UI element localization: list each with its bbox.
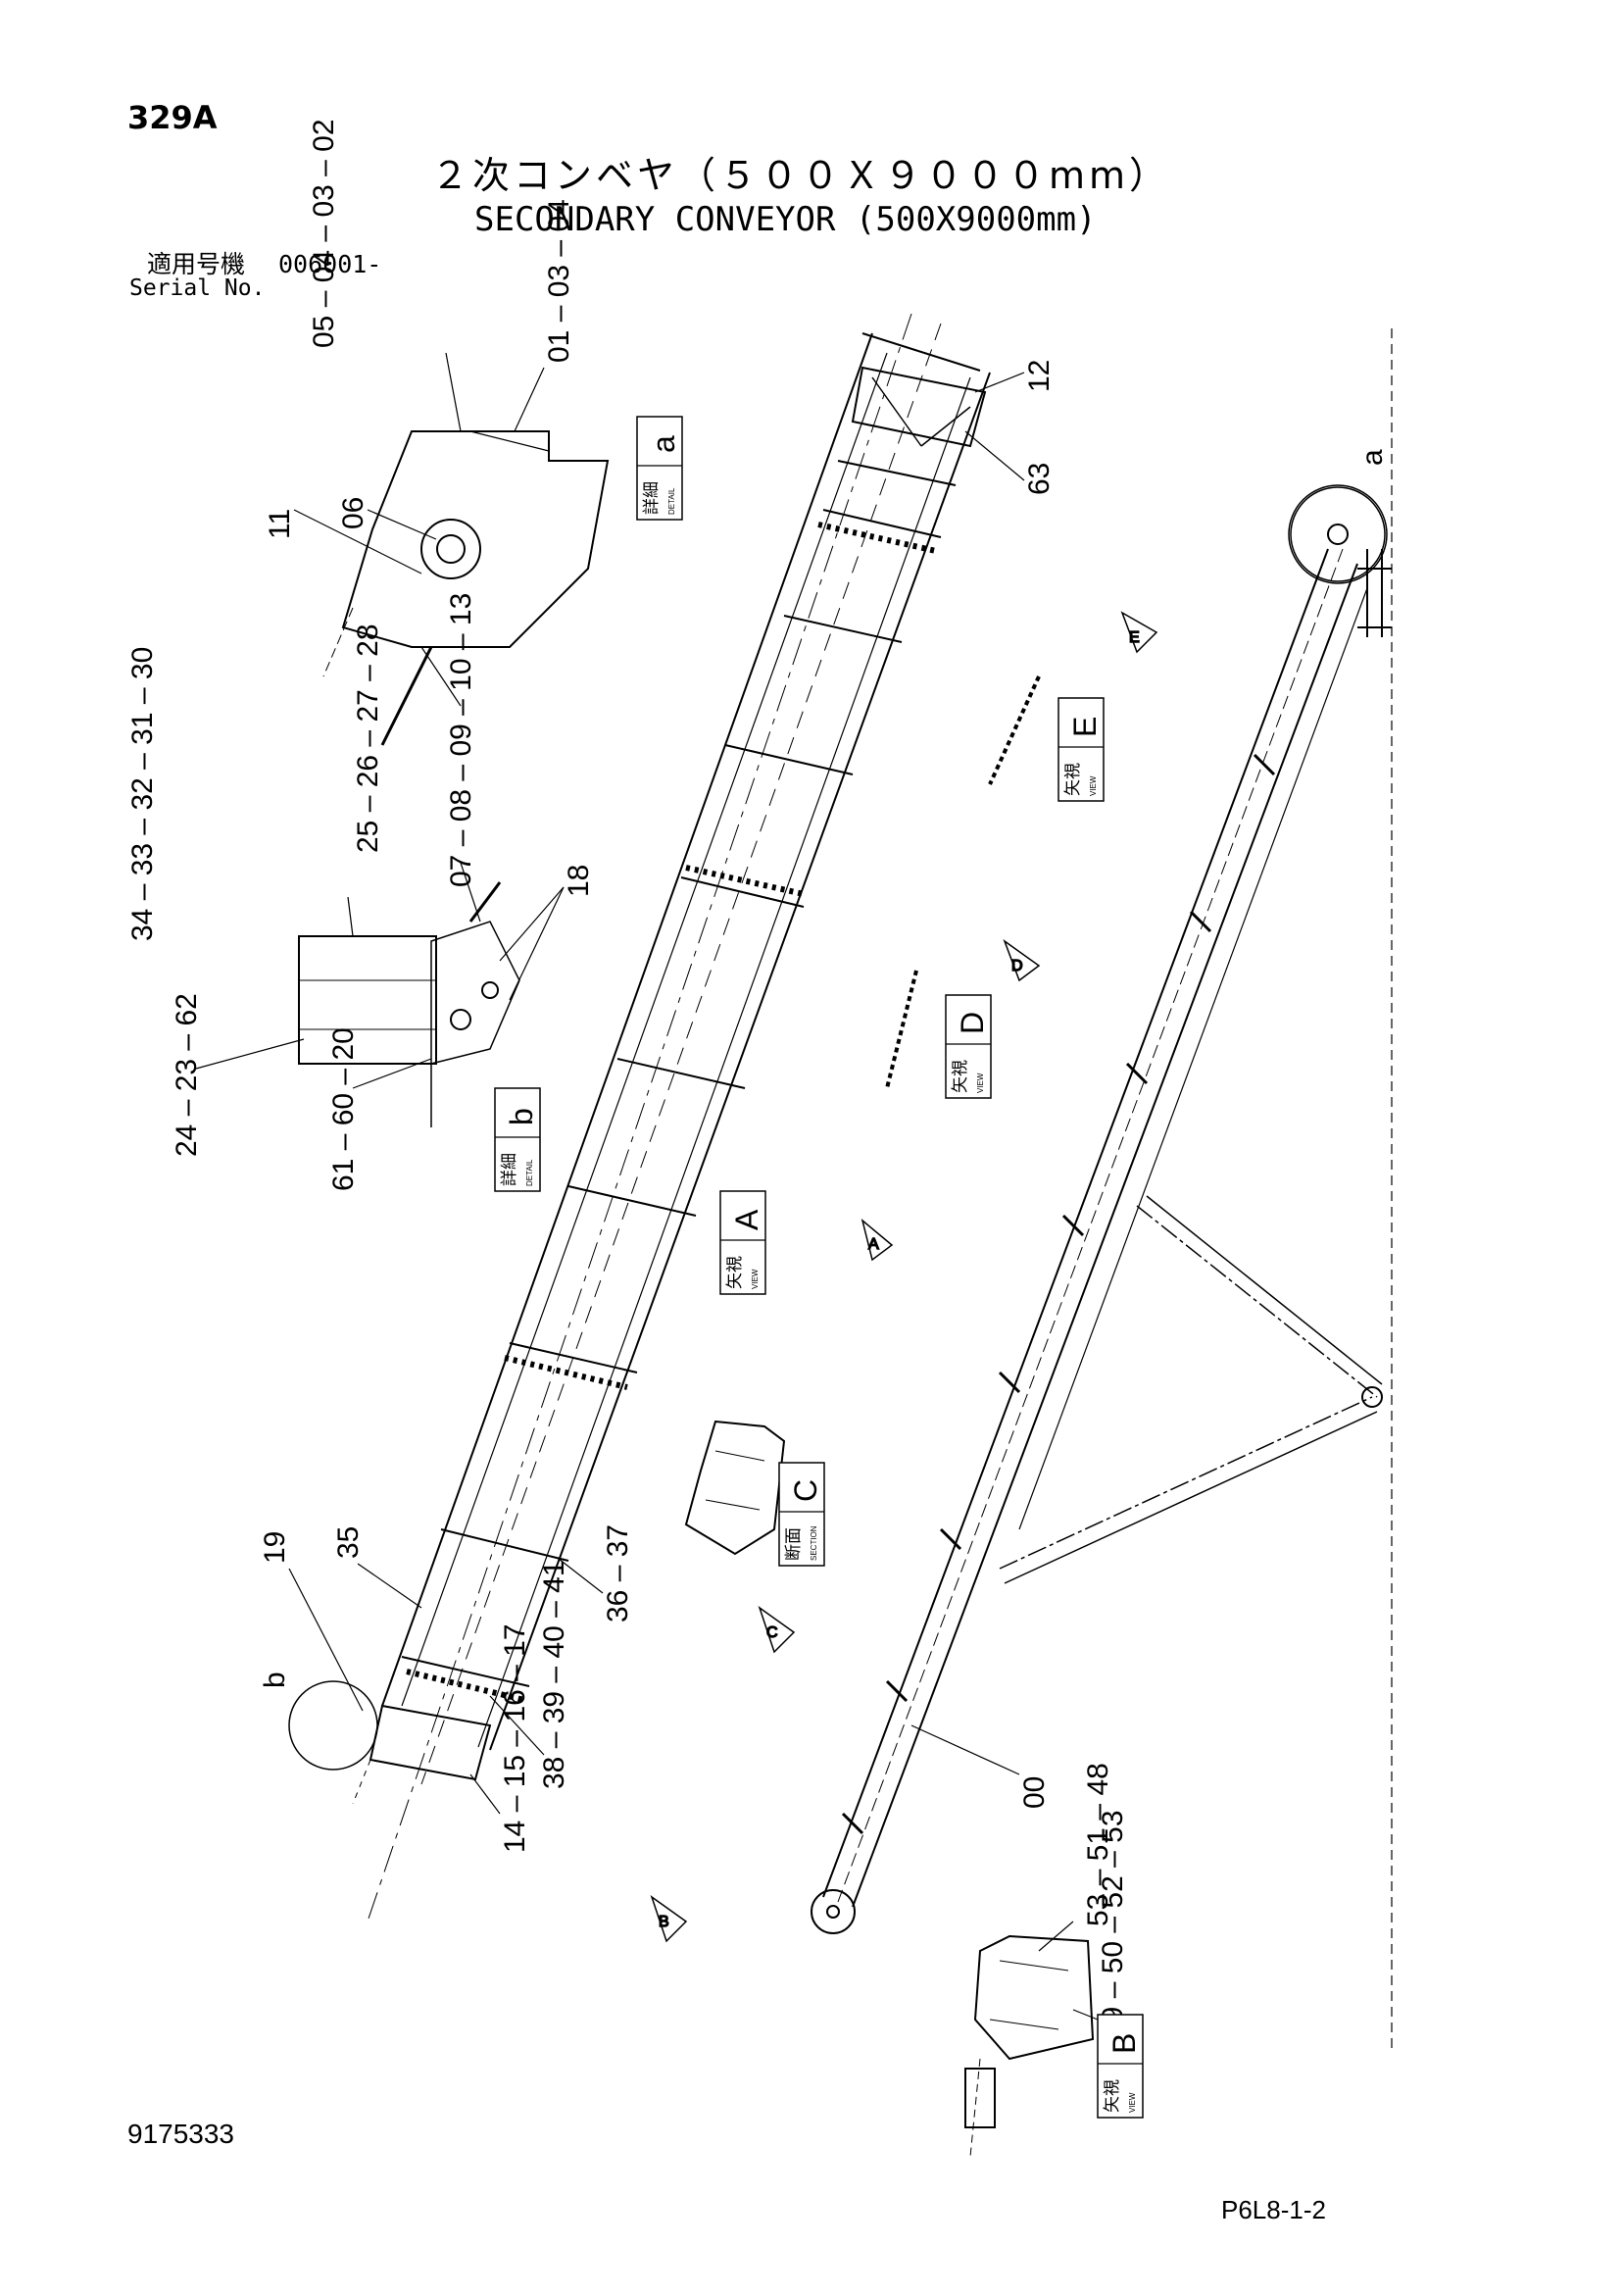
- callout-item-38-41: 38 – 39 – 40 – 41: [538, 1560, 570, 1789]
- view-arrow-c-letter: C: [766, 1624, 778, 1641]
- view-e-roller-drawing: [988, 675, 1041, 785]
- label-view-d-en: VIEW: [976, 1073, 985, 1093]
- callout-item-14-17: 14 – 15 – 16 – 17: [499, 1623, 531, 1853]
- page-title-japanese: ２次コンベヤ（５００Ｘ９０００mm）: [431, 154, 1171, 197]
- label-view-a-en: VIEW: [751, 1269, 760, 1289]
- callout-view-b-top1: 53 – 51 – 48: [1082, 1763, 1114, 1926]
- view-arrow-e-letter: E: [1129, 629, 1140, 646]
- label-view-e-en: VIEW: [1089, 775, 1098, 796]
- label-detail-a-letter: a: [646, 435, 681, 453]
- label-view-a: 矢視 VIEW A: [719, 1190, 766, 1295]
- callout-detail-a-bottom: 07 – 08 – 09 – 10 – 13: [445, 593, 477, 887]
- label-view-e-jp: 矢視: [1063, 763, 1082, 796]
- callout-detail-b-bottom: 61 – 60 – 20: [327, 1027, 360, 1191]
- callout-item-35: 35: [332, 1526, 365, 1559]
- callout-item-18: 18: [563, 865, 595, 897]
- view-arrow-d-letter: D: [1011, 958, 1023, 974]
- label-detail-a: 詳細 DETAIL a: [636, 416, 683, 521]
- callout-item-11: 11: [264, 509, 296, 539]
- detail-a-drawing: [322, 430, 610, 746]
- view-arrow-a: A: [861, 1218, 894, 1262]
- callout-circle-a: a: [1356, 449, 1389, 466]
- detail-b-drawing: [298, 881, 520, 1127]
- label-view-e-letter: E: [1067, 717, 1103, 737]
- leader-lines: [195, 352, 1099, 2021]
- callout-item-36-37: 36 – 37: [602, 1524, 634, 1622]
- label-view-b-jp: 矢視: [1103, 2079, 1121, 2113]
- document-number: 9175333: [127, 2119, 235, 2149]
- conveyor-side-view: [811, 328, 1393, 2049]
- label-view-d: 矢視 VIEW D: [945, 994, 992, 1099]
- label-section-c-letter: C: [788, 1479, 823, 1502]
- label-detail-a-jp: 詳細: [642, 481, 661, 515]
- callout-detail-b-left: 24 – 23 – 62: [171, 993, 203, 1157]
- view-d-roller-drawing: [885, 970, 918, 1089]
- label-view-b: 矢視 VIEW B: [1097, 2014, 1144, 2119]
- detail-b-circle: [288, 1680, 378, 1771]
- callout-detail-b-top2: 25 – 26 – 27 – 28: [352, 624, 384, 853]
- label-view-a-letter: A: [729, 1209, 764, 1230]
- callout-item-06: 06: [337, 497, 369, 529]
- label-section-c-jp: 断面: [784, 1527, 803, 1561]
- label-view-a-jp: 矢視: [725, 1256, 744, 1289]
- page-number: 329A: [127, 99, 218, 136]
- section-c-drawing: [684, 1420, 786, 1556]
- view-arrow-d: D: [1003, 938, 1041, 982]
- label-section-c-en: SECTION: [810, 1525, 818, 1561]
- serial-label-english: Serial No.: [129, 275, 266, 301]
- view-arrow-e: E: [1120, 611, 1158, 654]
- label-view-d-letter: D: [955, 1012, 990, 1034]
- page-code: P6L8-1-2: [1221, 2195, 1326, 2224]
- page-title-english: SECONDARY CONVEYOR (500X9000mm): [474, 200, 1097, 239]
- callout-circle-b: b: [259, 1672, 291, 1688]
- callout-item-63: 63: [1023, 463, 1056, 495]
- view-arrow-b-letter: B: [659, 1914, 669, 1930]
- label-section-c: 断面 SECTION C: [778, 1462, 825, 1567]
- label-view-d-jp: 矢視: [951, 1060, 969, 1093]
- callout-detail-a-top2: 01 – 03 – 04: [543, 199, 575, 363]
- label-detail-b-letter: b: [504, 1108, 539, 1125]
- view-b-drawing: [964, 1934, 1095, 2158]
- callout-item-00: 00: [1018, 1776, 1051, 1809]
- label-detail-a-en: DETAIL: [667, 487, 676, 515]
- callout-item-12: 12: [1023, 360, 1056, 392]
- serial-number-value: 006001-: [278, 250, 382, 278]
- view-arrow-b: B: [650, 1895, 688, 1943]
- label-view-e: 矢視 VIEW E: [1057, 697, 1105, 802]
- callout-item-19: 19: [259, 1531, 291, 1564]
- view-arrow-c: C: [758, 1606, 796, 1654]
- label-view-b-en: VIEW: [1128, 2092, 1137, 2113]
- callout-view-b-top2: 49 – 50 – 52 – 53: [1097, 1810, 1129, 2039]
- label-view-b-letter: B: [1107, 2033, 1142, 2054]
- callout-detail-b-top1: 34 – 33 – 32 – 31 – 30: [126, 647, 159, 941]
- label-detail-b-jp: 詳細: [500, 1153, 518, 1186]
- serial-label-japanese: 適用号機: [147, 250, 246, 278]
- label-detail-b: 詳細 DETAIL b: [494, 1087, 541, 1192]
- detail-a-circle: [1288, 484, 1388, 584]
- conveyor-top-view: [352, 313, 991, 1922]
- label-detail-b-en: DETAIL: [525, 1159, 534, 1186]
- callout-detail-a-top: 05 – 04 – 03 – 02: [308, 119, 340, 348]
- view-arrow-a-letter: A: [868, 1236, 879, 1253]
